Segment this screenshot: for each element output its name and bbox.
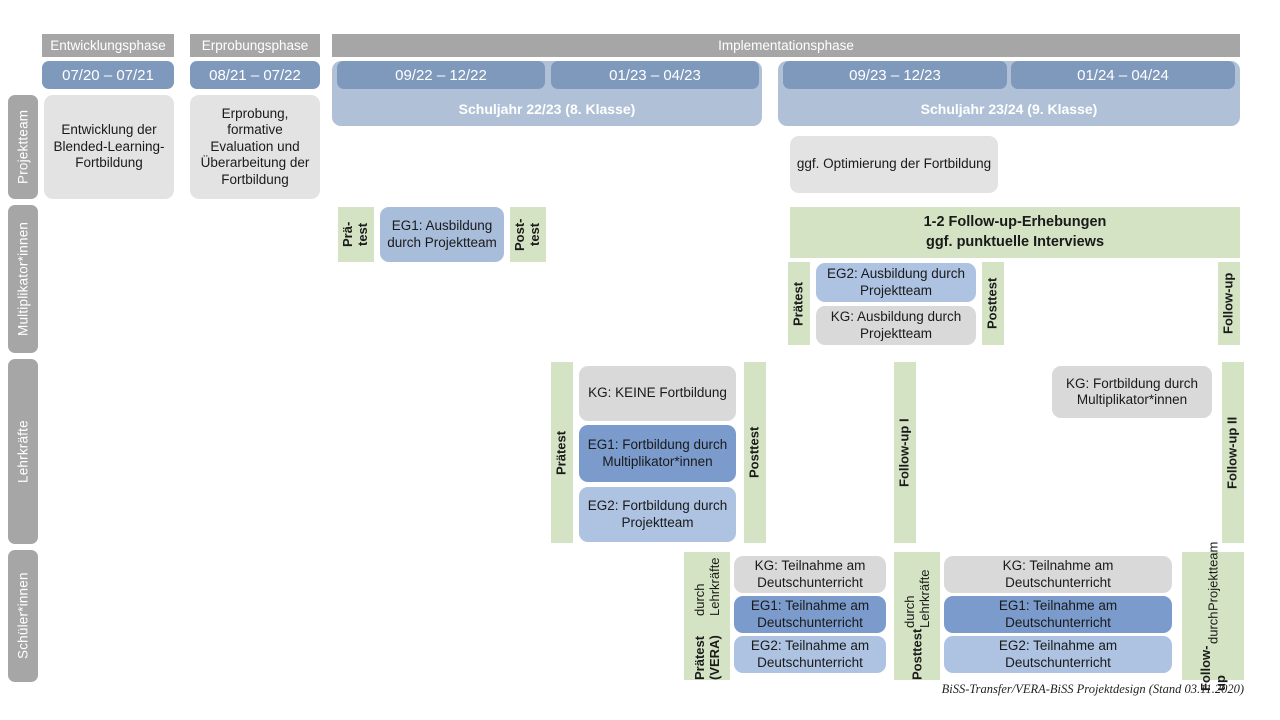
multiplikatoren-posttest-2: Posttest — [982, 262, 1004, 345]
lehrkraefte-followup-2: Follow-up II — [1222, 362, 1244, 543]
lehrkraefte-followup-1: Follow-up I — [894, 362, 916, 543]
footer-caption: BiSS-Transfer/VERA-BiSS Projektdesign (S… — [941, 682, 1244, 696]
schueler-left-box-kg: KG: Teilnahme am Deutschunterricht — [734, 556, 886, 593]
posttest-line2: test — [527, 222, 542, 247]
multiplikatoren-posttest-1: Post- test — [510, 207, 546, 262]
projektteam-box-erprobung: Erprobung, formative Evaluation und Über… — [190, 95, 320, 199]
lehrkraefte-box-eg1: EG1: Fortbildung durch Multiplikator*inn… — [579, 425, 736, 482]
phase-bar-implementationsphase: Implementationsphase — [332, 34, 1240, 57]
projektteam-box-entwicklung: Entwicklung der Blended-Learning-Fortbil… — [44, 95, 174, 199]
lehrkraefte-praetest: Prätest — [551, 362, 573, 543]
phase-bar-erprobungsphase: Erprobungsphase — [190, 34, 320, 57]
lehrkraefte-box-kg-right: KG: Fortbildung durch Multiplikator*inne… — [1052, 366, 1212, 418]
schueler-praetest: Prätest (VERA) durch Lehrkräfte — [684, 552, 730, 680]
lehrkraefte-box-eg2: EG2: Fortbildung durch Projektteam — [579, 487, 736, 542]
multiplikatoren-box-eg1: EG1: Ausbildung durch Projektteam — [380, 207, 504, 262]
posttest-line1: Post- — [512, 218, 528, 251]
schueler-right-box-kg: KG: Teilnahme am Deutschunterricht — [944, 556, 1172, 593]
multiplikatoren-praetest-2: Prätest — [788, 262, 810, 345]
praetest-line1: Prä- — [340, 221, 356, 248]
schueler-followup-sub2: Projektteam — [1205, 541, 1221, 611]
sidebar-role-projektteam: Projektteam — [8, 95, 38, 199]
followup-band-line1: 1-2 Follow-up-Erhebungen — [923, 213, 1107, 230]
sidebar-role-multiplikatorinnen: Multiplikator*innen — [8, 205, 38, 353]
multiplikatoren-followup-band: 1-2 Follow-up-Erhebungen ggf. punktuelle… — [790, 207, 1240, 258]
lehrkraefte-posttest: Posttest — [744, 362, 766, 543]
followup-band-line2: ggf. punktuelle Interviews — [925, 233, 1105, 250]
schueler-right-box-eg2: EG2: Teilnahme am Deutschunterricht — [944, 636, 1172, 673]
schueler-posttest-main: Posttest — [909, 628, 925, 680]
period-bar-0123-0423: 01/23 – 04/23 — [551, 61, 759, 89]
period-bar-0124-0424: 01/24 – 04/24 — [1011, 61, 1235, 89]
multiplikatoren-box-eg2: EG2: Ausbildung durch Projektteam — [816, 263, 976, 302]
projektteam-box-optimierung: ggf. Optimierung der Fortbildung — [790, 136, 998, 193]
schueler-left-box-eg1: EG1: Teilnahme am Deutschunterricht — [734, 596, 886, 633]
period-bar-0720-0721: 07/20 – 07/21 — [42, 61, 174, 89]
period-bar-0821-0722: 08/21 – 07/22 — [190, 61, 320, 89]
schueler-praetest-sub: durch Lehrkräfte — [692, 557, 722, 617]
praetest-line2: test — [355, 222, 370, 247]
schueler-posttest: Posttest durch Lehrkräfte — [894, 552, 940, 680]
multiplikatoren-followup: Follow-up — [1218, 262, 1240, 345]
schueler-posttest-sub: durch Lehrkräfte — [902, 569, 932, 628]
multiplikatoren-praetest-1: Prä- test — [338, 207, 374, 262]
schueler-followup: Follow-up durch Projektteam — [1182, 541, 1244, 691]
multiplikatoren-box-kg: KG: Ausbildung durch Projektteam — [816, 306, 976, 345]
period-bar-0923-1223: 09/23 – 12/23 — [783, 61, 1007, 89]
schueler-left-box-eg2: EG2: Teilnahme am Deutschunterricht — [734, 636, 886, 673]
schueler-followup-sub: durch — [1205, 611, 1221, 645]
schueler-right-box-eg1: EG1: Teilnahme am Deutschunterricht — [944, 596, 1172, 633]
schueler-praetest-main: Prätest (VERA) — [692, 635, 722, 680]
sidebar-role-lehrkraefte: Lehrkräfte — [8, 359, 38, 544]
sidebar-role-schuelerinnen: Schüler*innen — [8, 550, 38, 682]
period-bar-0922-1222: 09/22 – 12/22 — [337, 61, 545, 89]
lehrkraefte-box-kg: KG: KEINE Fortbildung — [579, 366, 736, 421]
phase-bar-entwicklungsphase: Entwicklungsphase — [42, 34, 174, 57]
